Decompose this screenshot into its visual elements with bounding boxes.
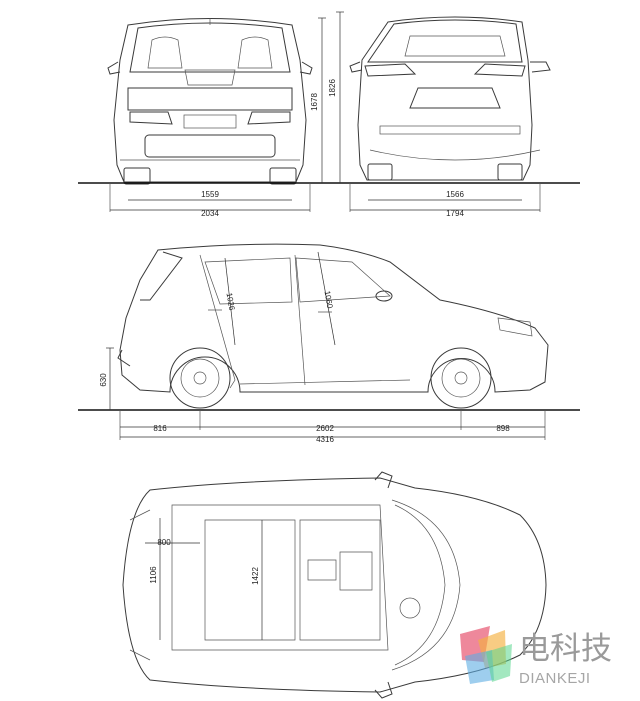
- rear-overhang-label: 898: [496, 424, 510, 433]
- overall-length-label: 4316: [316, 435, 334, 444]
- top-view-dimensions: 800 1106 1422: [145, 518, 263, 640]
- watermark-logo: [460, 626, 512, 684]
- wheelbase-label: 2602: [316, 424, 334, 433]
- height-label-a: 1678: [310, 93, 319, 111]
- height-dimensions: 1678 1826: [310, 11, 344, 183]
- ground-clearance-dimension: 630: [99, 347, 114, 410]
- height-label-b: 1826: [328, 79, 337, 97]
- front-track-label: 1566: [446, 190, 464, 199]
- side-view: [117, 243, 549, 409]
- front-view: [349, 16, 551, 181]
- watermark-latin: DIANKEJI: [519, 670, 591, 687]
- top-length-label-b: 1422: [251, 567, 260, 585]
- front-width-dimensions: 1566 1794: [349, 183, 541, 218]
- front-overhang-label: 816: [153, 424, 167, 433]
- rear-view: [107, 18, 313, 185]
- side-label-b: 1060: [322, 290, 334, 310]
- watermark: 电科技 DIANKEJI: [460, 626, 612, 687]
- rear-width-dimensions: 1559 2034: [109, 183, 311, 218]
- length-dimensions: 816 2602 898 4316: [119, 410, 546, 444]
- rear-width-label: 2034: [201, 209, 219, 218]
- top-view: [122, 471, 547, 699]
- ground-clearance-label: 630: [99, 373, 108, 387]
- top-length-label-a: 1106: [149, 566, 158, 584]
- top-width-label: 800: [157, 538, 171, 547]
- front-width-label: 1794: [446, 209, 464, 218]
- rear-track-label: 1559: [201, 190, 219, 199]
- side-label-a: 1026: [224, 292, 236, 312]
- watermark-chinese: 电科技: [519, 631, 612, 667]
